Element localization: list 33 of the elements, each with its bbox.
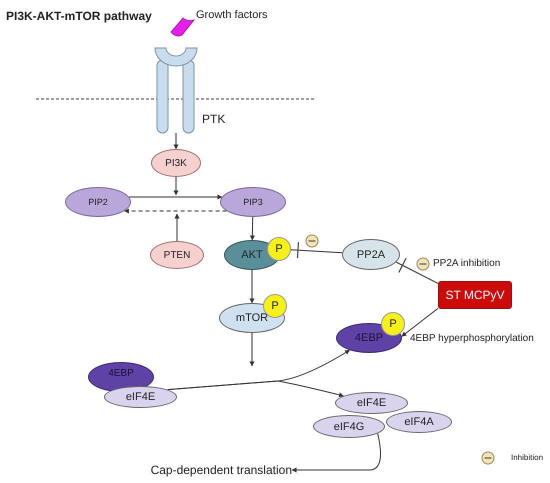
inhibition-line	[396, 258, 438, 284]
diagram-title: PI3K-AKT-mTOR pathway	[6, 9, 152, 23]
protein-ellipse: eIF4E	[104, 386, 177, 408]
arrow	[292, 432, 382, 472]
lipid-ellipse: PIP2	[65, 187, 131, 217]
receptor-label: PTK	[202, 112, 226, 126]
annotation-label: Growth factors	[196, 9, 268, 21]
phosphate-circle: P	[381, 312, 405, 336]
lipid-ellipse: PIP3	[220, 187, 286, 217]
arrow	[174, 214, 180, 242]
protein-ellipse: eIF4E	[335, 392, 408, 414]
kinase-ellipse: PI3K	[151, 149, 201, 177]
legend-label: Inhibition	[511, 453, 544, 462]
process-label: Cap-dependent translation	[150, 462, 292, 478]
arrow	[250, 270, 254, 304]
arrow	[128, 194, 222, 200]
annotation-label: 4EBP hyperphosphorylation	[410, 333, 534, 344]
phosphatase-ellipse: PP2A	[342, 239, 400, 270]
phosphatase-ellipse: PTEN	[150, 241, 204, 269]
arrow	[250, 216, 255, 240]
arrow	[174, 176, 178, 196]
annotation-label: PP2A inhibition	[433, 258, 500, 269]
arrow	[250, 332, 254, 366]
arrow	[401, 308, 438, 337]
protein-ellipse: eIF4G	[313, 415, 385, 438]
protein-ellipse: eIF4A	[386, 411, 452, 433]
arrow	[174, 132, 178, 150]
antigen-box: ST MCPyV	[438, 281, 512, 309]
arrow	[124, 208, 228, 214]
protein-ellipse: 4EBP	[88, 362, 154, 392]
phosphate-circle: P	[267, 237, 291, 261]
arrow	[167, 380, 344, 398]
inhibition-line	[290, 242, 343, 259]
